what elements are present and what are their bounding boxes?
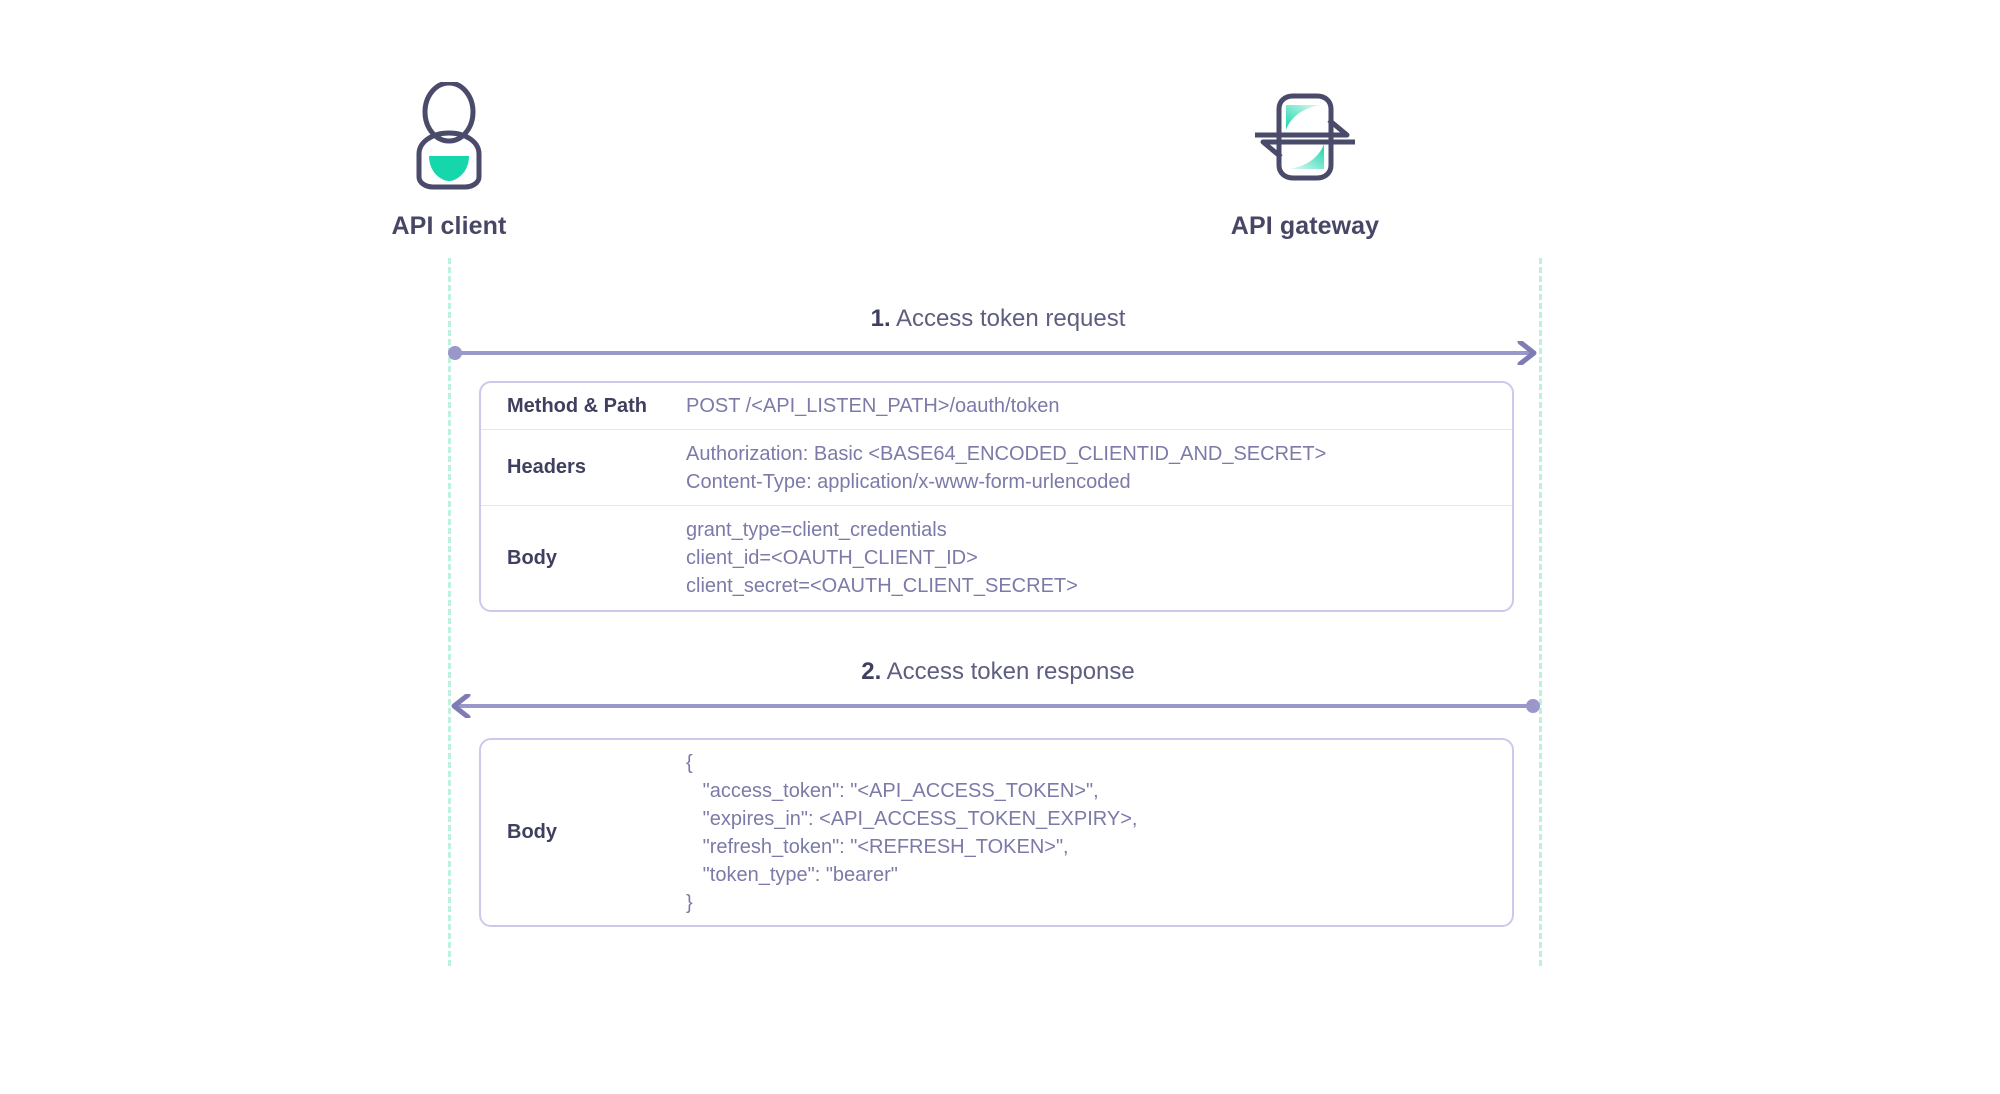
value-line: POST /<API_LISTEN_PATH>/oauth/token (686, 395, 1060, 417)
message-arrow-response (448, 692, 1540, 720)
value-line: "access_token": "<API_ACCESS_TOKEN>", (686, 779, 1099, 802)
value-line: client_secret=<OAUTH_CLIENT_SECRET> (686, 575, 1078, 597)
value-line: Authorization: Basic <BASE64_ENCODED_CLI… (686, 442, 1327, 465)
table-row: Body grant_type=client_credentials clien… (481, 506, 1512, 610)
value-line: Content-Type: application/x-www-form-url… (686, 470, 1131, 493)
request-detail-table: Method & Path POST /<API_LISTEN_PATH>/oa… (479, 381, 1514, 612)
value-line: "token_type": "bearer" (686, 863, 898, 886)
lifeline-api-client (448, 258, 451, 966)
row-key: Headers (507, 456, 586, 478)
row-key: Body (507, 546, 557, 569)
response-detail-table: Body { "access_token": "<API_ACCESS_TOKE… (479, 738, 1514, 927)
user-person-icon (299, 78, 599, 196)
value-line: "refresh_token": "<REFRESH_TOKEN>", (686, 835, 1069, 858)
row-value: { "access_token": "<API_ACCESS_TOKEN>", … (686, 749, 1512, 917)
row-value: grant_type=client_credentials client_id=… (686, 516, 1512, 600)
message-arrow-request (448, 339, 1540, 367)
row-key: Body (507, 821, 557, 843)
value-line: client_id=<OAUTH_CLIENT_ID> (686, 547, 978, 569)
row-key: Method & Path (507, 394, 647, 417)
table-row: Headers Authorization: Basic <BASE64_ENC… (481, 430, 1512, 506)
step-title: Access token response (886, 658, 1135, 685)
step-number: 1. (870, 305, 891, 332)
value-line: grant_type=client_credentials (686, 519, 947, 541)
step-1-label: 1. Access token request (448, 305, 1548, 333)
step-2-label: 2. Access token response (448, 658, 1548, 686)
step-title: Access token request (895, 305, 1126, 332)
row-value: Authorization: Basic <BASE64_ENCODED_CLI… (686, 440, 1512, 496)
actor-label: API client (391, 212, 507, 240)
row-value: POST /<API_LISTEN_PATH>/oauth/token (686, 392, 1512, 420)
step-number: 2. (861, 658, 882, 685)
table-row: Method & Path POST /<API_LISTEN_PATH>/oa… (481, 383, 1512, 430)
actor-label: API gateway (1230, 212, 1380, 240)
actor-api-client: API client (299, 78, 599, 241)
api-gateway-icon (1155, 78, 1455, 196)
value-line: { (686, 751, 693, 774)
actor-api-gateway: API gateway (1155, 78, 1455, 241)
value-line: } (686, 891, 693, 914)
value-line: "expires_in": <API_ACCESS_TOKEN_EXPIRY>, (686, 807, 1138, 830)
lifeline-api-gateway (1539, 258, 1542, 966)
table-row: Body { "access_token": "<API_ACCESS_TOKE… (481, 740, 1512, 925)
